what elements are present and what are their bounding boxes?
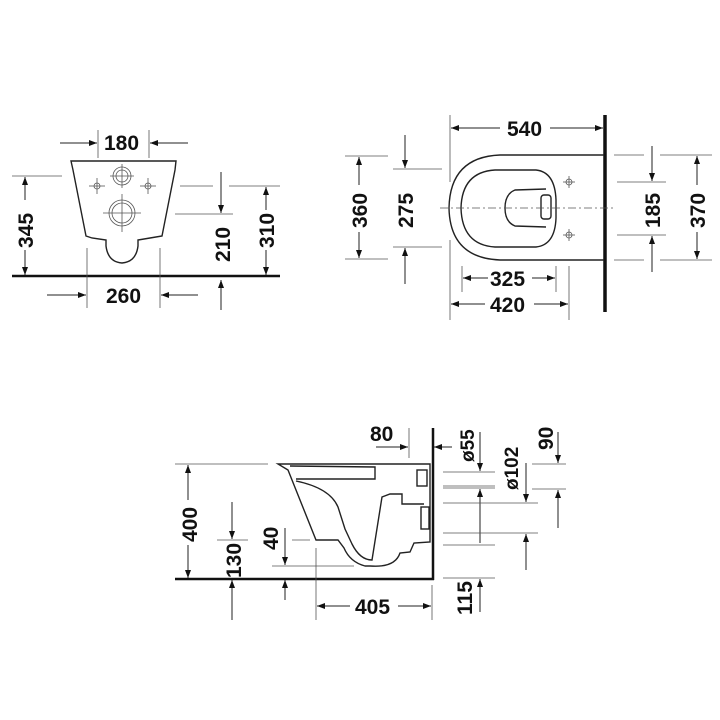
fixing-holes <box>89 164 156 232</box>
dim-210: 210 <box>212 227 235 262</box>
dim-325: 325 <box>490 268 525 291</box>
bowl-side-inner <box>295 480 424 561</box>
dim-260: 260 <box>106 285 141 308</box>
dim-o55: ø55 <box>458 429 479 462</box>
dim-130: 130 <box>223 543 246 578</box>
dim-420: 420 <box>490 294 525 317</box>
dim-180: 180 <box>104 132 139 155</box>
outlet-fitting <box>420 506 430 530</box>
inlet-fitting <box>416 469 428 487</box>
side-view: 400 130 40 405 80 ø55 ø102 <box>175 423 566 620</box>
front-view: 180 260 345 210 310 <box>12 130 280 310</box>
bowl-side-outline <box>275 463 431 567</box>
top-view: 540 360 275 325 420 185 370 <box>345 115 712 320</box>
dim-40: 40 <box>260 527 283 550</box>
dim-400: 400 <box>179 507 202 542</box>
dim-540: 540 <box>507 118 542 141</box>
dim-90: 90 <box>535 427 558 450</box>
dim-275: 275 <box>395 193 418 228</box>
dim-345: 345 <box>15 213 38 248</box>
dim-405: 405 <box>355 596 390 619</box>
dim-o102: ø102 <box>502 447 523 490</box>
seat-side <box>289 465 376 480</box>
hinge <box>540 194 552 220</box>
dim-370: 370 <box>687 193 710 228</box>
dim-310: 310 <box>256 213 279 248</box>
dim-80: 80 <box>370 423 393 446</box>
bowl-top-outline <box>448 154 604 261</box>
bowl-front-outline <box>70 160 177 264</box>
seat-outline <box>460 169 557 248</box>
top-fixings <box>563 176 575 241</box>
dim-185: 185 <box>642 193 665 228</box>
dim-360: 360 <box>349 193 372 228</box>
dim-115: 115 <box>454 581 477 615</box>
